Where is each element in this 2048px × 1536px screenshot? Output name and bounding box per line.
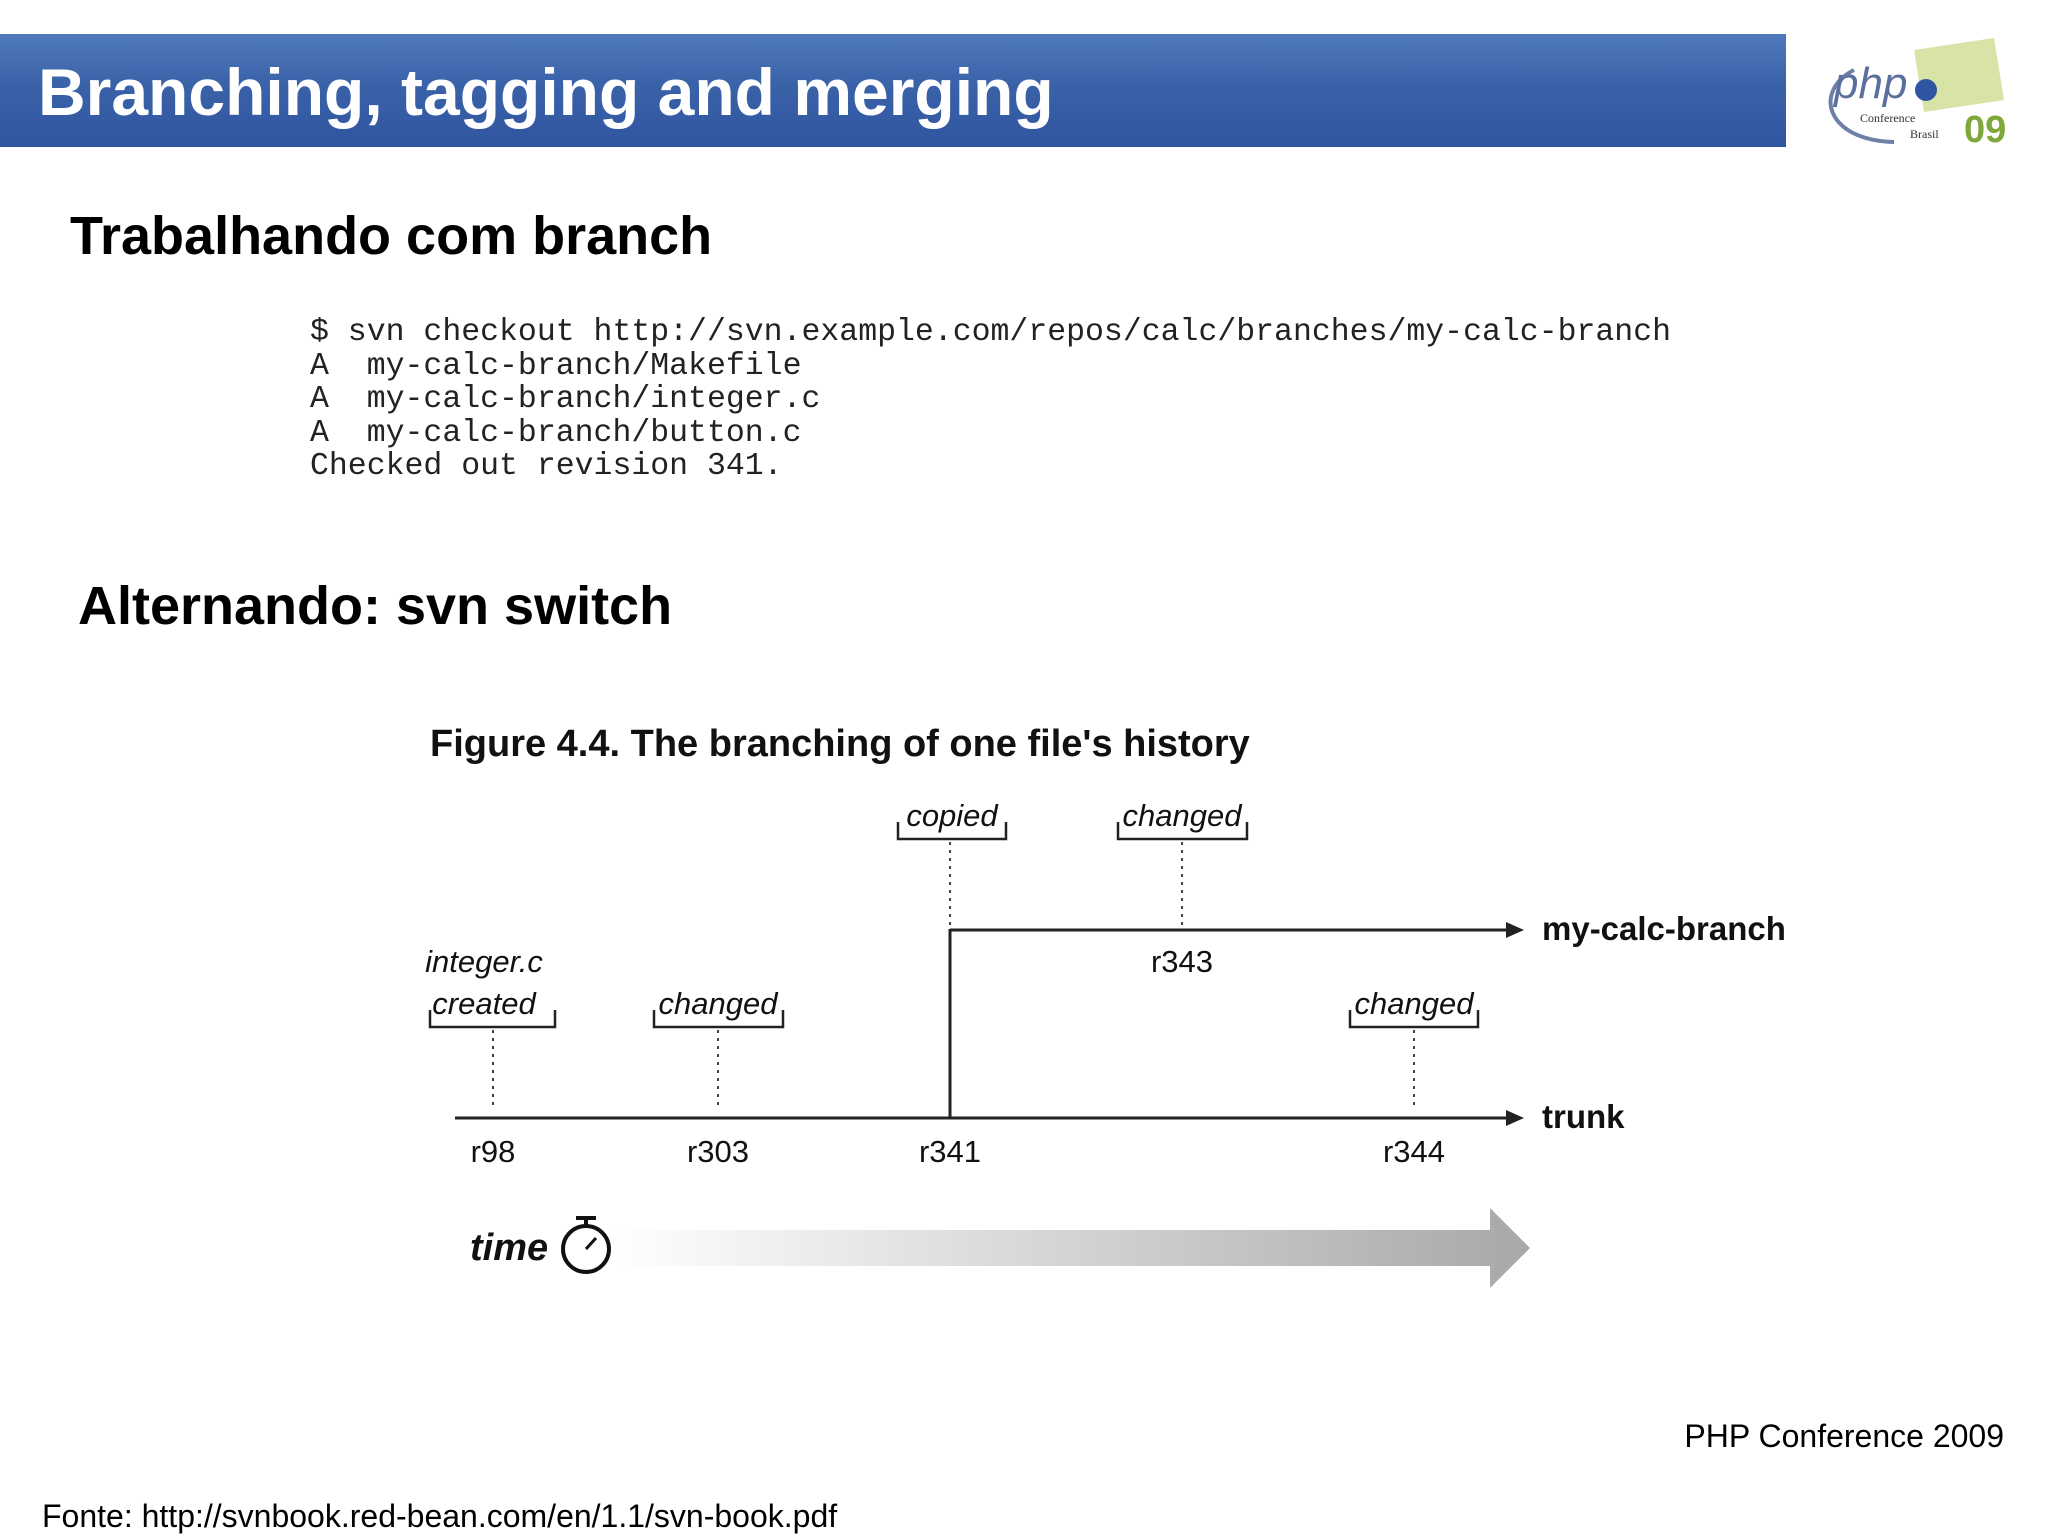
event-r344: changed r344: [1348, 986, 1480, 1169]
event-r343: changed r343: [1116, 798, 1249, 979]
switch-heading: Alternando: svn switch: [78, 576, 673, 636]
php-conference-logo: php Conference Brasil 09: [1828, 38, 2006, 151]
branch-line-label: my-calc-branch: [1542, 910, 1786, 947]
event-label-line2: changed: [1355, 986, 1476, 1021]
title-bar: [0, 34, 1786, 147]
event-label-line2: created: [432, 986, 537, 1021]
event-bracket: [652, 1010, 785, 1029]
time-arrow: time: [470, 1208, 1530, 1288]
source-footer: Fonte: http://svnbook.red-bean.com/en/1.…: [42, 1498, 838, 1534]
slide-title: Branching, tagging and merging: [38, 55, 1054, 129]
revision-label: r343: [1151, 944, 1213, 979]
logo-php-text: php: [1832, 59, 1907, 108]
revision-label: r344: [1383, 1134, 1445, 1169]
conference-footer: PHP Conference 2009: [1684, 1418, 2004, 1454]
branching-figure: Figure 4.4. The branching of one file's …: [425, 723, 1786, 1288]
code-line: A my-calc-branch/button.c: [310, 415, 802, 451]
event-r303: changed r303: [652, 986, 785, 1169]
code-line: $ svn checkout http://svn.example.com/re…: [310, 315, 1672, 350]
code-line: Checked out revision 341.: [310, 449, 783, 484]
event-label-line2: copied: [906, 798, 999, 833]
logo-subtext-1: Conference: [1860, 111, 1915, 125]
time-label: time: [470, 1227, 548, 1269]
stopwatch-hand: [584, 1236, 598, 1251]
logo-globe: [1915, 79, 1937, 101]
logo-flag-shape: [1914, 38, 2004, 112]
event-label-line2: changed: [659, 986, 780, 1021]
branch-heading: Trabalhando com branch: [70, 206, 713, 266]
logo-year: 09: [1964, 109, 2006, 151]
logo-swoosh: [1828, 68, 1895, 144]
trunk-line-label: trunk: [1542, 1098, 1625, 1135]
svn-checkout-code-block: $ svn checkout http://svn.example.com/re…: [310, 316, 1671, 484]
revision-label: r98: [471, 1134, 516, 1169]
event-bracket: [896, 822, 1008, 841]
code-line: A my-calc-branch/integer.c: [310, 382, 821, 417]
event-bracket: [1116, 822, 1249, 841]
figure-title: Figure 4.4. The branching of one file's …: [430, 723, 1250, 765]
branch-arrowhead: [1506, 922, 1524, 938]
event-bracket: [428, 1010, 557, 1029]
time-gradient-arrow: [612, 1208, 1530, 1288]
logo-subtext-2: Brasil: [1910, 127, 1939, 141]
event-r341: copied r341: [896, 798, 1008, 1169]
event-label-line1: integer.c: [425, 944, 543, 979]
event-bracket: [1348, 1010, 1480, 1029]
event-label-line2: changed: [1123, 798, 1244, 833]
trunk-arrowhead: [1506, 1110, 1524, 1126]
revision-label: r341: [919, 1134, 981, 1169]
revision-label: r303: [687, 1134, 749, 1169]
code-line: A my-calc-branch/Makefile: [310, 348, 802, 384]
event-r98: integer.c created r98: [425, 944, 557, 1169]
